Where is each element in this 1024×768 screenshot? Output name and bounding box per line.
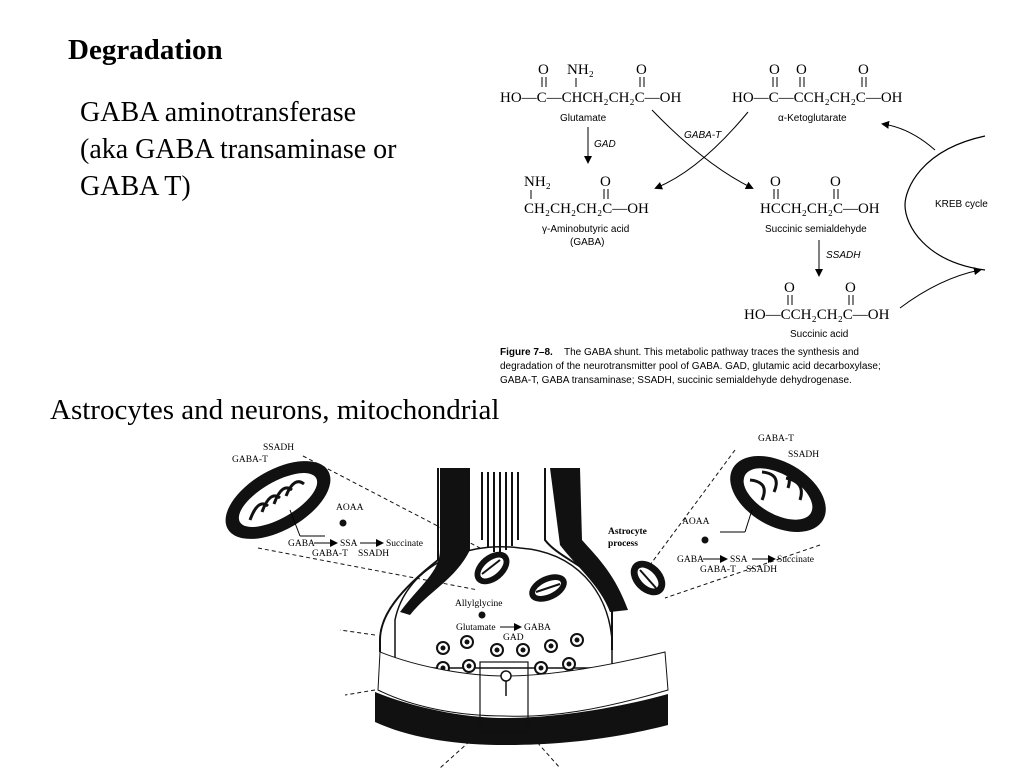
gad-enzyme-label: GAD xyxy=(594,139,616,150)
glutamate-formula: HO—C—CHCH₂CH₂C—OH xyxy=(500,90,681,106)
kreb-cycle: KREB cycle xyxy=(881,120,988,309)
gabat-arrow-to-ssa xyxy=(651,109,754,189)
figure-caption: Figure 7–8. The GABA shunt. This metabol… xyxy=(500,347,881,386)
astrocyte-mitochondrion xyxy=(630,560,666,596)
right-gabat-enzyme: GABA-T xyxy=(700,565,736,575)
gaba-formula: CH₂CH₂CH₂C—OH xyxy=(524,201,649,217)
caption-figure-number: Figure 7–8. xyxy=(500,347,553,358)
kreb-to-ketoglutarate-arrow xyxy=(881,120,936,151)
callout-lines xyxy=(257,449,821,768)
right-gabat-label: GABA-T xyxy=(758,434,794,444)
ketoglutarate-formula: HO—C—CCH₂CH₂C—OH xyxy=(732,90,903,106)
terminal-gaba-label: GABA xyxy=(524,623,551,633)
oxygen-label: O xyxy=(600,174,611,190)
caption-line-3: GABA-T, GABA transaminase; SSADH, succin… xyxy=(500,375,852,386)
succinic-label: Succinic acid xyxy=(790,329,848,340)
caption-line-2: degradation of the neurotransmitter pool… xyxy=(500,361,881,372)
terminal-glutamate-label: Glutamate xyxy=(456,623,496,633)
succinic-formula: HO—CCH₂CH₂C—OH xyxy=(744,307,890,323)
left-gaba-label: GABA xyxy=(288,539,315,549)
right-ssadh-label: SSADH xyxy=(788,450,819,460)
nh2-label: NH₂ xyxy=(567,62,594,78)
right-aoaa-label: AOAA xyxy=(682,517,710,527)
kreb-label: KREB cycle xyxy=(935,199,988,210)
oxygen-label: O xyxy=(770,174,781,190)
enzyme-description: GABA aminotransferase (aka GABA transami… xyxy=(80,94,396,205)
left-gabat-label: GABA-T xyxy=(232,455,268,465)
gaba-abbrev: (GABA) xyxy=(570,237,604,248)
astrocyte-label: Astrocyte xyxy=(608,527,647,537)
ssa-formula: HCCH₂CH₂C—OH xyxy=(760,201,880,217)
left-ssa-label: SSA xyxy=(340,539,358,549)
inhibitor-icon xyxy=(701,536,709,544)
ketoglutarate-label: α-Ketoglutarate xyxy=(778,113,847,124)
left-ssadh-enzyme: SSADH xyxy=(358,549,389,559)
gaba-label: γ-Aminobutyric acid xyxy=(542,224,629,235)
left-succinate-label: Succinate xyxy=(386,539,423,549)
oxygen-label: O xyxy=(796,62,807,78)
oxygen-label: O xyxy=(784,280,795,296)
ketoglutarate-structure: O O O HO—C—CCH₂CH₂C—OH α-Ketoglutarate xyxy=(732,62,903,124)
kreb-curve xyxy=(904,135,986,271)
ssadh-enzyme-label: SSADH xyxy=(826,250,861,261)
oxygen-label: O xyxy=(538,62,549,78)
glutamate-label: Glutamate xyxy=(560,113,607,124)
oxygen-label: O xyxy=(858,62,869,78)
left-mitochondrion-inset: SSADH GABA-T AOAA GABA SSA Succinate GAB… xyxy=(225,443,423,559)
succinic-acid-structure: O O HO—CCH₂CH₂C—OH Succinic acid xyxy=(744,280,890,340)
terminal-bulb xyxy=(394,546,613,669)
gaba-nh2: NH₂ xyxy=(524,174,551,190)
oxygen-label: O xyxy=(636,62,647,78)
postsynaptic-band xyxy=(375,692,668,745)
ssa-label: Succinic semialdehyde xyxy=(765,224,867,235)
synapse-diagram: Allylglycine Glutamate GABA GAD xyxy=(225,434,826,768)
inhibitor-icon xyxy=(339,519,347,527)
gaba-structure: NH₂ O CH₂CH₂CH₂C—OH γ-Aminobutyric acid … xyxy=(524,174,649,248)
left-ssadh-label: SSADH xyxy=(263,443,294,453)
slide-title: Degradation xyxy=(68,34,223,66)
left-aoaa-label: AOAA xyxy=(336,503,364,513)
gaba-shunt-figure: O NH₂ O HO—C—CHCH₂CH₂C—OH Glutamate O O … xyxy=(500,62,988,386)
gabat-enzyme-label: GABA-T xyxy=(684,130,722,141)
caption-line-1: The GABA shunt. This metabolic pathway t… xyxy=(564,347,859,358)
glutamate-structure: O NH₂ O HO—C—CHCH₂CH₂C—OH Glutamate xyxy=(500,62,681,124)
allylglycine-label: Allylglycine xyxy=(455,599,503,609)
location-text: Astrocytes and neurons, mitochondrial xyxy=(50,394,500,426)
right-ssadh-enzyme: SSADH xyxy=(746,565,777,575)
right-gaba-label: GABA xyxy=(677,555,704,565)
enzyme-line-3: GABA T) xyxy=(80,171,191,202)
terminal-mitochondrion-2 xyxy=(529,574,567,602)
oxygen-label: O xyxy=(769,62,780,78)
right-ssa-label: SSA xyxy=(730,555,748,565)
gabat-arrow-to-gaba xyxy=(654,111,749,190)
enzyme-line-2: (aka GABA transaminase or xyxy=(80,134,397,165)
inhibitor-icon xyxy=(478,611,486,619)
ssa-structure: O O HCCH₂CH₂C—OH Succinic semialdehyde xyxy=(760,174,880,235)
enzyme-line-1: GABA aminotransferase xyxy=(80,97,357,128)
succinic-to-kreb-arrow xyxy=(899,267,982,309)
microtubules xyxy=(481,472,519,552)
left-gabat-enzyme: GABA-T xyxy=(312,549,348,559)
terminal-mitochondrion-1 xyxy=(474,551,510,585)
glia-left xyxy=(400,468,470,615)
terminal-gad-label: GAD xyxy=(503,633,524,643)
right-mitochondrion-inset: GABA-T SSADH AOAA Astrocyte process GABA… xyxy=(608,434,826,575)
oxygen-label: O xyxy=(830,174,841,190)
astrocyte-process-label: process xyxy=(608,539,638,549)
right-succinate-label: Succinate xyxy=(777,555,814,565)
zoom-box xyxy=(479,661,529,733)
glia-right xyxy=(550,468,628,612)
oxygen-label: O xyxy=(845,280,856,296)
